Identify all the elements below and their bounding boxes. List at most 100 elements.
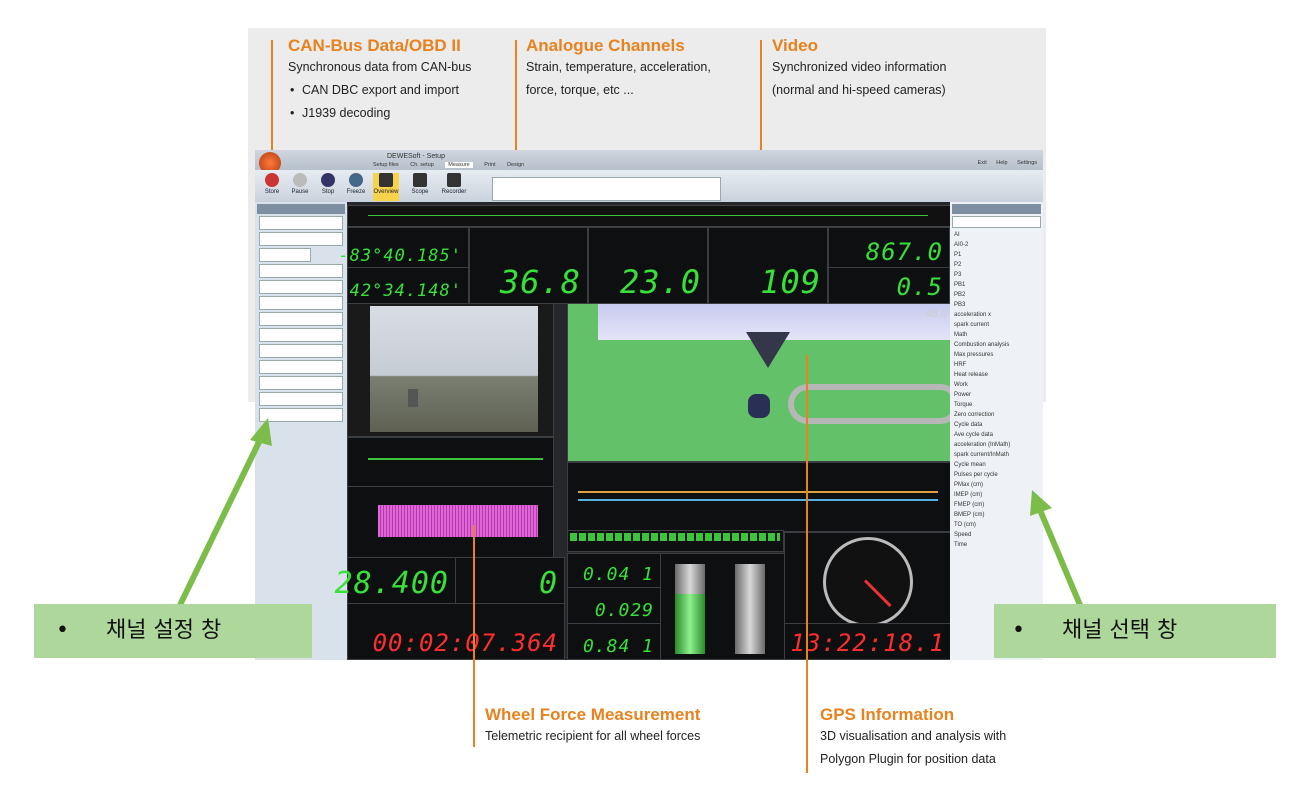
channel-list-item[interactable]: Cycle data <box>954 422 983 428</box>
ribbon-input[interactable] <box>492 177 721 201</box>
channel-list-item[interactable]: acceleration x <box>954 312 992 318</box>
value-1: 0.04 1 <box>582 564 654 585</box>
tab-ch-setup[interactable]: Ch. setup <box>410 162 434 168</box>
chart-trace-2 <box>578 499 938 501</box>
pause-button[interactable]: Pause <box>287 173 313 201</box>
recorder-icon <box>447 173 461 187</box>
stop-button[interactable]: Stop <box>315 173 341 201</box>
channel-list-item[interactable]: Cycle mean <box>954 462 986 468</box>
analogue-scope <box>347 437 554 487</box>
setting-row[interactable] <box>259 360 343 374</box>
channel-list-item[interactable]: AI0-2 <box>954 242 969 248</box>
scope-button[interactable]: Scope <box>407 173 433 201</box>
overview-button[interactable]: Overview <box>373 173 399 201</box>
channel-list-item[interactable]: P3 <box>954 272 962 278</box>
strip-trace <box>368 215 928 216</box>
setting-row[interactable] <box>259 296 343 310</box>
channel-search-input[interactable] <box>952 216 1041 228</box>
channel-list-item[interactable]: HRF <box>954 362 967 368</box>
channel-list-item[interactable]: TO (cm) <box>954 522 976 528</box>
gps-line-1: 3D visualisation and analysis with <box>820 729 1007 743</box>
recorder-button[interactable]: Recorder <box>441 173 467 201</box>
value-display-2: 0.029 <box>567 587 661 624</box>
big-value-2: 0 <box>538 566 558 601</box>
canbus-bullet-1: CAN DBC export and import <box>290 79 518 102</box>
channel-list-item[interactable]: BMEP (cm) <box>954 512 985 518</box>
overview-label: Overview <box>373 189 399 195</box>
setting-row[interactable] <box>259 312 343 326</box>
channel-list-item[interactable]: PB1 <box>954 282 966 288</box>
setting-row[interactable] <box>259 376 343 390</box>
channel-list-item[interactable]: Combustion analysis <box>954 342 1010 348</box>
setting-row[interactable] <box>259 216 343 230</box>
store-button[interactable]: Store <box>259 173 285 201</box>
setting-row[interactable] <box>259 344 343 358</box>
channel-list-item[interactable]: Time <box>954 542 968 548</box>
setting-row[interactable] <box>259 328 343 342</box>
video-frame <box>370 306 538 432</box>
freeze-button[interactable]: Freeze <box>343 173 369 201</box>
tab-setup-files[interactable]: Setup files <box>373 162 399 168</box>
wheel-force-trace <box>378 505 538 537</box>
digital-display-2: 23.0 <box>588 227 708 304</box>
setting-row[interactable] <box>259 392 343 406</box>
channel-list-item[interactable]: spark current <box>954 322 990 328</box>
tab-measure[interactable]: Measure <box>445 162 473 168</box>
tab-design[interactable]: Design <box>507 162 525 168</box>
canbus-title: CAN-Bus Data/OBD II <box>288 36 461 55</box>
big-value-1: 28.400 <box>334 566 449 601</box>
channel-list-item[interactable]: P2 <box>954 262 962 268</box>
channel-list-item[interactable]: Torque <box>954 402 973 408</box>
setting-row[interactable] <box>259 408 343 422</box>
channel-list-item[interactable]: Max pressures <box>954 352 994 358</box>
scope-label: Scope <box>411 189 429 195</box>
channel-setup-panel <box>255 202 347 660</box>
digital-value-5: 0.5 <box>896 273 943 301</box>
digital-display-4: 867.0 <box>828 227 950 269</box>
setting-row[interactable] <box>259 248 311 262</box>
channel-list-item[interactable]: AI <box>954 232 960 238</box>
exit-link[interactable]: Exit <box>977 160 987 166</box>
digital-display-1: 36.8 <box>469 227 588 304</box>
channel-list-item[interactable]: Speed <box>954 532 972 538</box>
recorder-label: Recorder <box>441 189 467 195</box>
digital-value-2: 23.0 <box>619 263 701 301</box>
channel-list-item[interactable]: Pulses per cycle <box>954 472 998 478</box>
analogue-line-2: force, torque, etc ... <box>526 83 634 97</box>
elapsed-time-display: 00:02:07.364 <box>347 603 565 660</box>
channel-list-item[interactable]: PB3 <box>954 302 966 308</box>
help-link[interactable]: Help <box>996 160 1008 166</box>
channel-list-item[interactable]: Work <box>954 382 968 388</box>
clock-value: 13:22:18.1 <box>790 629 945 657</box>
channel-list-item[interactable]: Ave cycle data <box>954 432 993 438</box>
channel-list-item[interactable]: acceleration (InMath) <box>954 442 1011 448</box>
channel-list-item[interactable]: Math <box>954 332 968 338</box>
setting-row[interactable] <box>259 280 343 294</box>
channel-list-item[interactable]: Heat release <box>954 372 989 378</box>
top-right-links: Exit Help Settings <box>978 160 1037 166</box>
channel-list-item[interactable]: PB2 <box>954 292 966 298</box>
wheel-title: Wheel Force Measurement <box>485 705 701 724</box>
digital-value-4: 867.0 <box>865 238 943 266</box>
video-panel <box>347 303 554 437</box>
channel-list-item[interactable]: IMEP (cm) <box>954 492 983 498</box>
setting-row[interactable] <box>259 232 343 246</box>
channel-list-item[interactable]: PMax (cm) <box>954 482 983 488</box>
setting-row[interactable] <box>259 264 343 278</box>
channel-list-item[interactable]: spark current/InMath <box>954 452 1010 458</box>
channel-list-item[interactable]: Power <box>954 392 972 398</box>
cycle-bar-strip <box>567 530 784 552</box>
freeze-icon <box>349 173 363 187</box>
tower-icon <box>408 389 418 407</box>
channel-list-item[interactable]: Zero correction <box>954 412 995 418</box>
digital-value-1: 36.8 <box>499 263 581 301</box>
settings-link[interactable]: Settings <box>1017 160 1037 166</box>
tab-print[interactable]: Print <box>484 162 496 168</box>
channel-list-item[interactable]: FMEP (cm) <box>954 502 985 508</box>
tank-gauge-1-fill <box>675 594 705 654</box>
stop-label: Stop <box>321 189 335 195</box>
left-arrow-head-icon <box>250 418 272 446</box>
channel-list-item[interactable]: P1 <box>954 252 962 258</box>
